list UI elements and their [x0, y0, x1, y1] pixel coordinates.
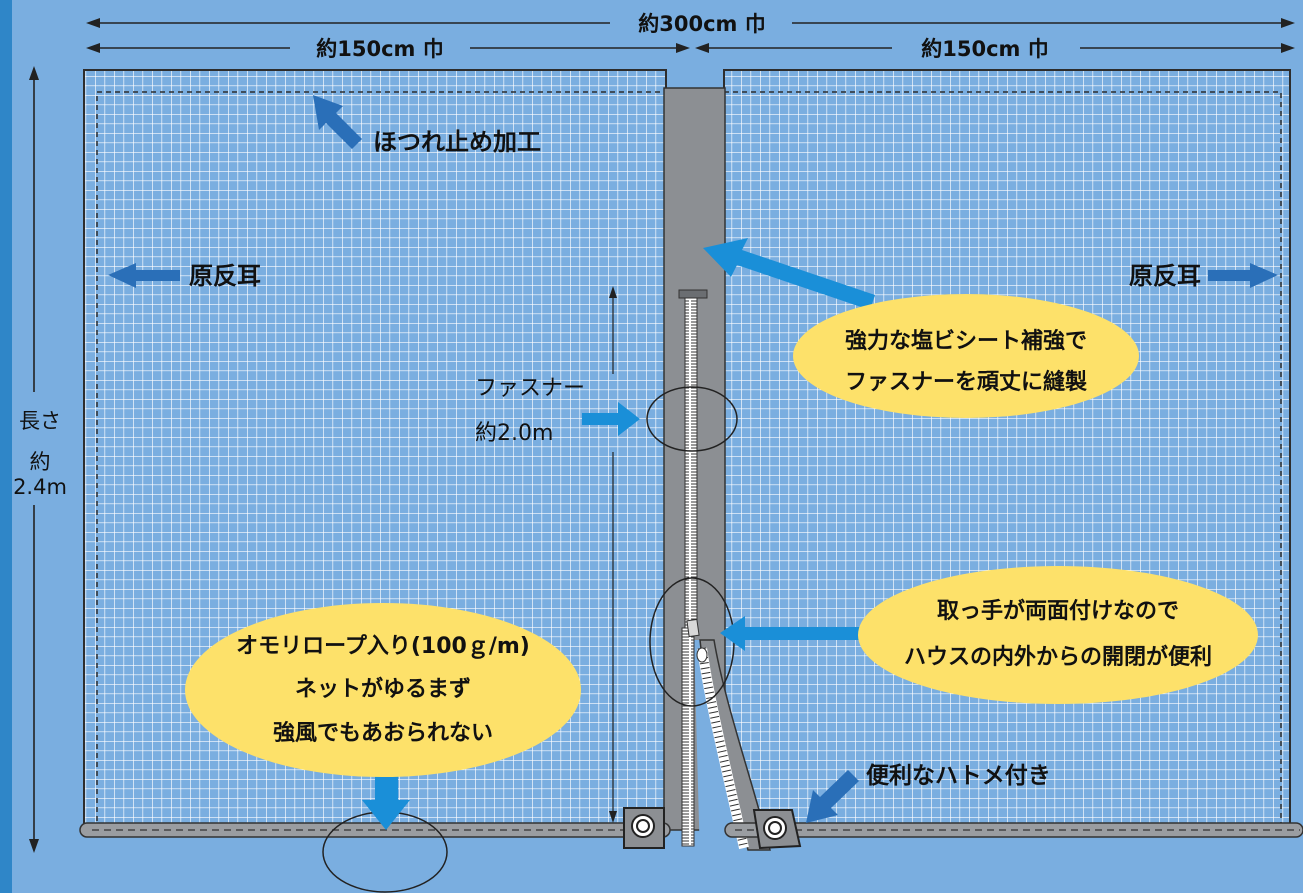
- right-net-panel: [723, 69, 1291, 829]
- zipper-highlight-ellipse: [646, 386, 738, 452]
- zipper-slider: [686, 618, 708, 663]
- reinforcement-bubble-line1: 強力な塩ビシート補強で: [845, 328, 1087, 354]
- grommet-left: [623, 807, 665, 849]
- reinforcement-bubble-line2: ファスナーを頑丈に縫製: [845, 369, 1087, 395]
- selvage-left-arrow: [108, 263, 180, 288]
- dim-length-label: 長さ: [19, 409, 61, 433]
- zipper-left-half: [681, 627, 695, 847]
- left-frame-strip: [0, 0, 12, 893]
- dim-length-value-1: 約: [30, 450, 51, 474]
- fray-stop-label: ほつれ止め加工: [373, 128, 541, 156]
- dim-total-width: [86, 18, 1295, 28]
- reinforcement-arrow: [703, 238, 875, 310]
- zipper-label-1: ファスナー: [475, 376, 585, 401]
- rope-bubble-line3: 強風でもあおられない: [273, 720, 493, 746]
- dim-length-value-2: 2.4m: [13, 475, 67, 499]
- zipper-arrow: [582, 402, 640, 436]
- handle-arrow: [720, 616, 862, 651]
- dim-length: [29, 66, 39, 853]
- weight-rope: [79, 822, 1303, 838]
- rope-bubble-line1: オモリロープ入り(100ｇ/m): [236, 634, 530, 659]
- grommet-right: [752, 809, 802, 850]
- zipper-closed: [678, 289, 708, 629]
- selvage-left-label: 原反耳: [189, 262, 261, 290]
- rope-arrow: [362, 773, 410, 830]
- selvage-right-label: 原反耳: [1129, 262, 1201, 290]
- dim-zipper-length: [609, 286, 617, 823]
- dim-half-width-right: [695, 43, 1295, 53]
- dim-total-width-label: 約300cm 巾: [638, 12, 765, 36]
- handle-bubble-line1: 取っ手が両面付けなので: [937, 598, 1179, 624]
- rope-bubble: オモリロープ入り(100ｇ/m) ネットがゆるまず 強風でもあおられない: [185, 603, 581, 777]
- dim-half-width-right-label: 約150cm 巾: [921, 37, 1048, 61]
- selvage-right-arrow: [1208, 263, 1278, 288]
- grommet-label: 便利なハトメ付き: [866, 763, 1051, 789]
- dim-half-width-left: [86, 43, 690, 53]
- dim-half-width-left-label: 約150cm 巾: [316, 37, 443, 61]
- rope-bubble-line2: ネットがゆるまず: [295, 676, 471, 702]
- handle-bubble-line2: ハウスの内外からの開閉が便利: [904, 644, 1212, 670]
- zipper-label-2: 約2.0m: [475, 421, 553, 446]
- fray-stop-arrow: [313, 95, 362, 149]
- handle-bubble: 取っ手が両面付けなので ハウスの内外からの開閉が便利: [858, 566, 1258, 704]
- reinforcement-bubble: 強力な塩ビシート補強で ファスナーを頑丈に縫製: [793, 294, 1139, 418]
- grommet-arrow: [806, 770, 859, 823]
